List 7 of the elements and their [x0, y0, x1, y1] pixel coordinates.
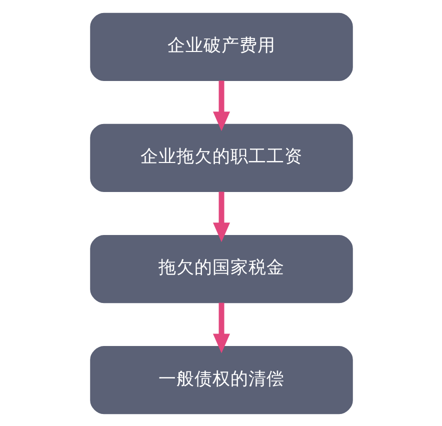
node-box: 企业破产费用	[90, 12, 352, 81]
arrow	[212, 80, 230, 131]
node-box: 拖欠的国家税金	[90, 234, 352, 303]
node-box: 企业拖欠的职工工资	[90, 123, 352, 192]
arrow	[212, 191, 230, 242]
arrow	[212, 302, 230, 353]
node-box: 一般债权的清偿	[90, 345, 352, 414]
